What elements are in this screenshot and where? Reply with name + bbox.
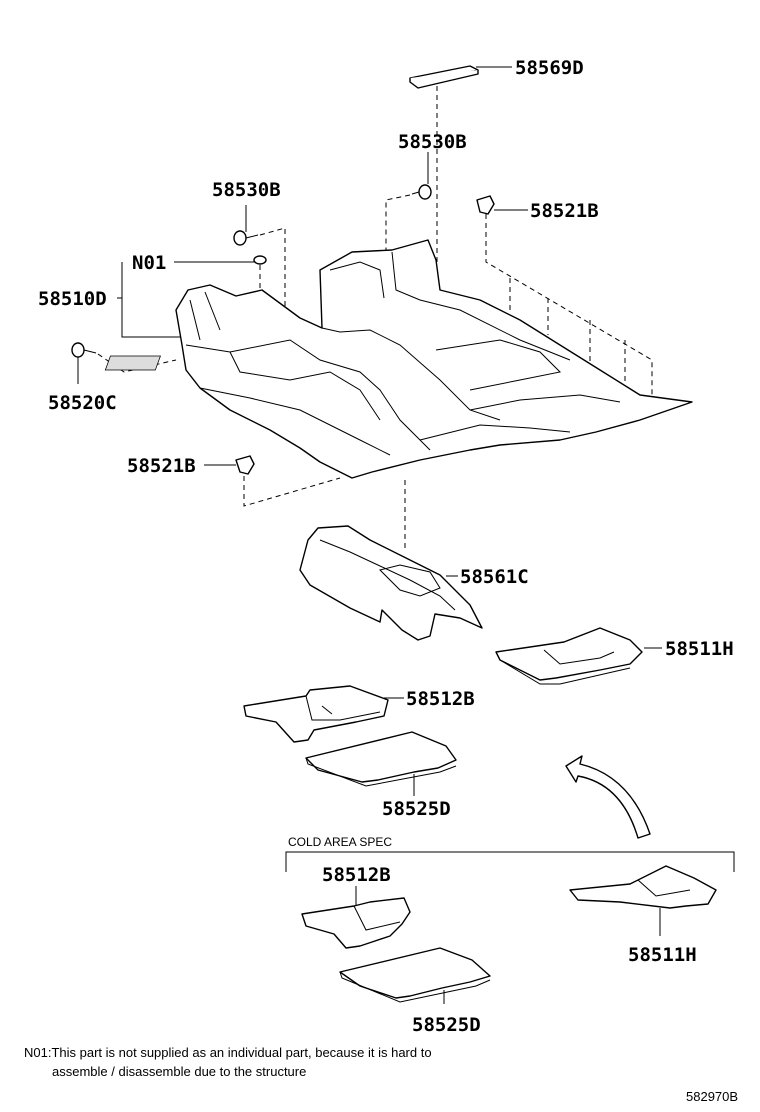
cold-area-label: COLD AREA SPEC [288, 835, 392, 849]
part-label-58520C: 58520C [48, 392, 117, 414]
diagram-id: 582970B [686, 1089, 738, 1104]
clip-58521B-left [204, 455, 341, 507]
note-line-1: N01:This part is not supplied as an indi… [24, 1045, 432, 1060]
mat-58512B-top-drawing [243, 685, 404, 743]
console-carpet-58561C-drawing [299, 480, 483, 641]
part-label-58512B-cold: 58512B [322, 864, 391, 886]
part-label-58521B-top: 58521B [530, 200, 599, 222]
pad-58525D-top-drawing [305, 731, 457, 796]
note-line-2: assemble / disassemble due to the struct… [52, 1064, 306, 1079]
clip-58521B-top [476, 195, 653, 404]
mat-58511H-cold-drawing [569, 865, 717, 936]
part-label-58569D: 58569D [515, 57, 584, 79]
pad-58525D-cold-drawing [339, 947, 491, 1004]
cold-area-bracket [285, 851, 735, 872]
part-label-58530B-left: 58530B [212, 179, 281, 201]
part-label-58530B-right: 58530B [398, 131, 467, 153]
part-label-58561C: 58561C [460, 566, 529, 588]
part-label-58512B-top: 58512B [406, 688, 475, 710]
part-label-58525D-top: 58525D [382, 798, 451, 820]
mat-58511H-top-drawing [495, 627, 662, 685]
clip-58520C [71, 342, 177, 384]
part-label-58525D-cold: 58525D [412, 1014, 481, 1036]
bracket-58510D [117, 262, 186, 338]
part-label-58511H-top: 58511H [665, 638, 734, 660]
part-label-58511H-cold: 58511H [628, 944, 697, 966]
part-label-58510D: 58510D [38, 288, 107, 310]
curved-arrow-icon [565, 755, 651, 839]
part-58569D-drawing [409, 65, 512, 345]
mat-58512B-cold-drawing [301, 886, 411, 949]
part-label-58521B-left: 58521B [127, 455, 196, 477]
part-label-N01: N01 [132, 252, 166, 274]
floor-carpet-58510D-drawing [104, 239, 693, 479]
